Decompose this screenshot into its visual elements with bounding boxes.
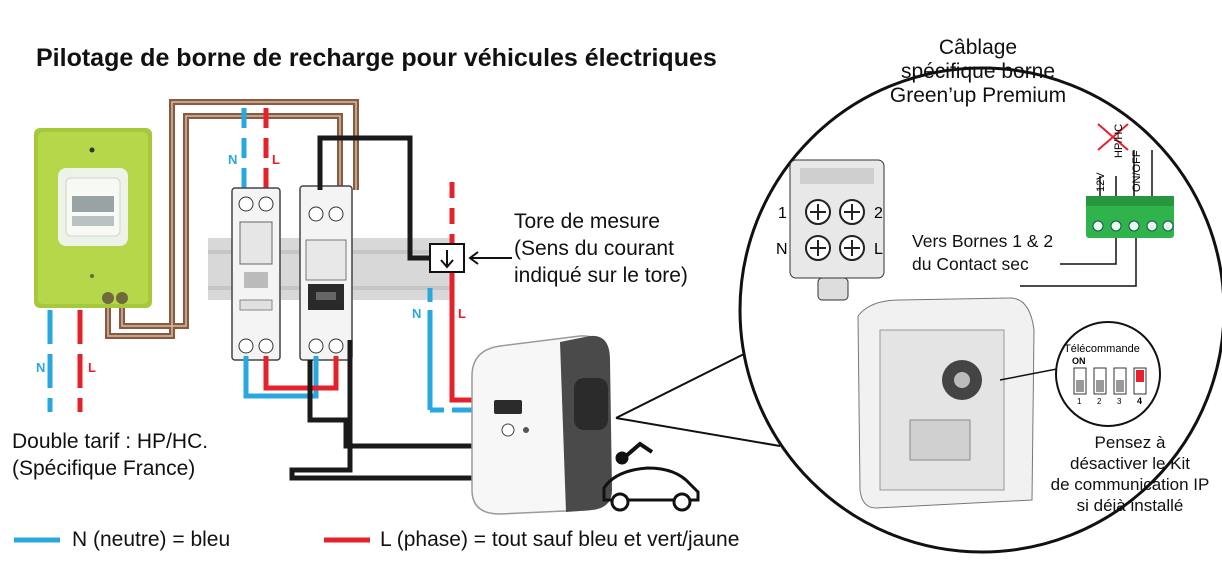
breaker-l-label: L: [272, 152, 280, 167]
dip-pointer: [999, 367, 1063, 381]
dip-pos-2: 2: [1097, 397, 1102, 406]
connector-hphc-label: HP/HC: [1113, 124, 1125, 158]
kit-line-2: désactiver le Kit: [1070, 454, 1190, 473]
dip-pos-4: 4: [1137, 396, 1142, 406]
terminal-2-label: 2: [874, 205, 883, 222]
green-connector: [1020, 123, 1174, 287]
relay-l-label: L: [88, 360, 96, 375]
contact-callout: Vers Bornes 1 & 2 du Contact sec: [912, 230, 1053, 276]
cablage-line-1: Câblage: [938, 36, 1018, 59]
connector-12v-label: 12V: [1095, 172, 1107, 192]
cablage-callout: Câblage spécifique borne Green’up Premiu…: [858, 36, 1098, 108]
dip-switches: [1073, 367, 1147, 395]
electric-car-icon: [602, 441, 700, 512]
dip-on-label: ON: [1072, 356, 1086, 366]
current-tore: [429, 243, 512, 273]
zoom-lines: [615, 351, 781, 447]
tore-line-1: Tore de mesure: [514, 210, 660, 233]
legend-neutral: N (neutre) = bleu: [72, 528, 231, 551]
station-n-label: N: [412, 306, 421, 321]
dip-switch-circle: [1055, 321, 1161, 427]
kit-line-4: si déjà installé: [1076, 496, 1184, 515]
charging-station: [471, 335, 612, 515]
legend-phase: L (phase) = tout sauf bleu et vert/jaune: [380, 528, 740, 551]
cablage-line-3: Green’up Premium: [889, 84, 1067, 107]
dip-title: Télécommande: [1064, 343, 1140, 355]
relay-module: [34, 128, 152, 308]
contact-line-1: Vers Bornes 1 & 2: [912, 231, 1054, 251]
station-cables: [289, 340, 486, 481]
station-interior: [857, 297, 1035, 509]
terminal-1-label: 1: [778, 205, 787, 222]
terminal-l-label: L: [874, 241, 883, 258]
contact-line-2: du Contact sec: [912, 254, 1029, 274]
double-tarif-note: Double tarif : HP/HC. (Spécifique France…: [12, 428, 208, 482]
kit-line-1: Pensez à: [1094, 433, 1166, 452]
kit-line-3: de communication IP: [1050, 475, 1210, 494]
page-title: Pilotage de borne de recharge pour véhic…: [36, 44, 717, 72]
kit-callout: Pensez à désactiver le Kit de communicat…: [1030, 432, 1222, 516]
terminal-n-label: N: [776, 241, 788, 258]
relay-supply-wires: [47, 310, 83, 412]
connector-onoff-label: ON/OFF: [1131, 150, 1143, 192]
cablage-line-2: spécifique borne: [900, 60, 1056, 83]
terminal-block: [789, 159, 885, 301]
breaker-n-label: N: [228, 152, 237, 167]
station-l-label: L: [458, 306, 466, 321]
dip-pos-3: 3: [1117, 397, 1122, 406]
double-tarif-line-1: Double tarif : HP/HC.: [12, 430, 209, 453]
double-tarif-line-2: (Spécifique France): [12, 457, 196, 480]
tore-line-3: indiqué sur le tore): [514, 264, 688, 287]
phase-output-wires: [317, 135, 448, 261]
bridge-wires: [243, 356, 339, 399]
tore-callout: Tore de mesure (Sens du courant indiqué …: [514, 208, 688, 289]
breaker-supply-wires: [241, 108, 269, 192]
dip-pos-1: 1: [1077, 397, 1082, 406]
tore-line-2: (Sens du courant: [514, 237, 674, 260]
contactor: [299, 185, 353, 361]
circuit-breaker: [231, 187, 281, 361]
relay-n-label: N: [36, 360, 45, 375]
